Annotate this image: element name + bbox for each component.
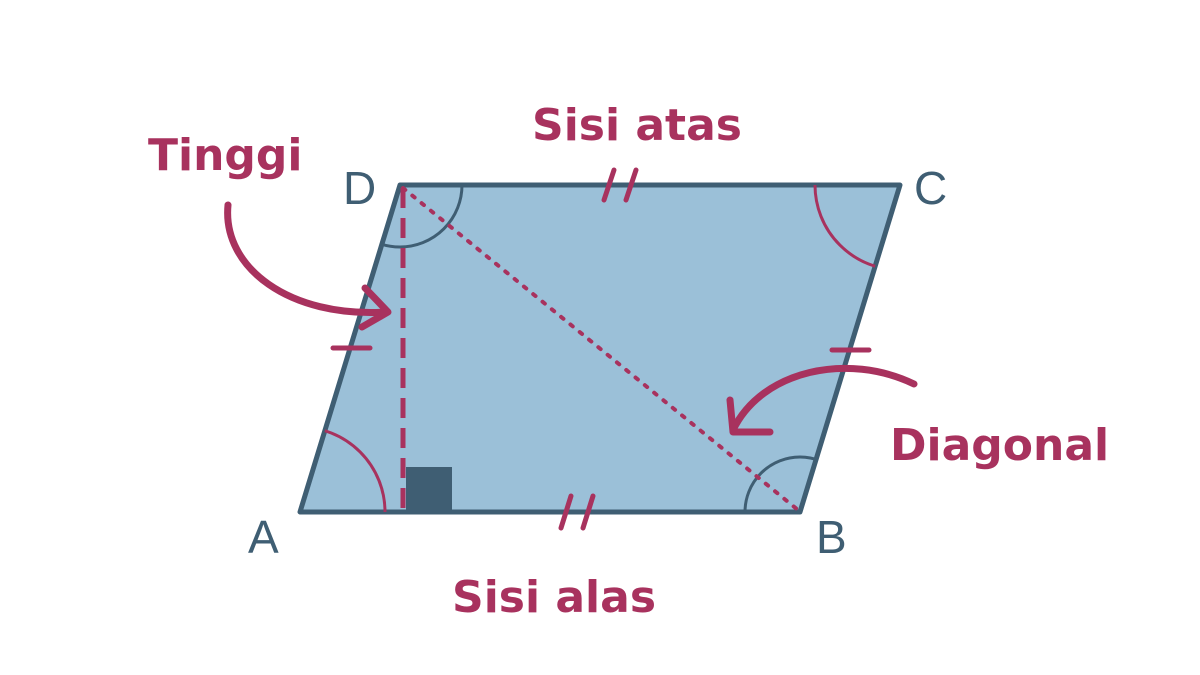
- vertex-label-a: A: [248, 511, 279, 563]
- bottom-side-label: Sisi alas: [452, 572, 656, 623]
- vertex-label-d: D: [343, 162, 376, 214]
- height-label: Tinggi: [148, 130, 303, 181]
- diagonal-label: Diagonal: [890, 420, 1109, 471]
- right-angle-marker: [406, 467, 452, 512]
- diagonal-arrow: [726, 364, 918, 436]
- double-tick-top: [601, 167, 639, 203]
- vertex-label-b: B: [816, 511, 847, 563]
- angle-arc-b: [743, 455, 857, 512]
- height-arrow: [224, 201, 392, 331]
- angle-arc-d: [336, 185, 464, 249]
- diagonal-line: [401, 186, 800, 512]
- double-tick-bottom: [558, 493, 596, 531]
- vertex-label-c: C: [914, 162, 947, 214]
- top-side-label: Sisi atas: [532, 100, 742, 151]
